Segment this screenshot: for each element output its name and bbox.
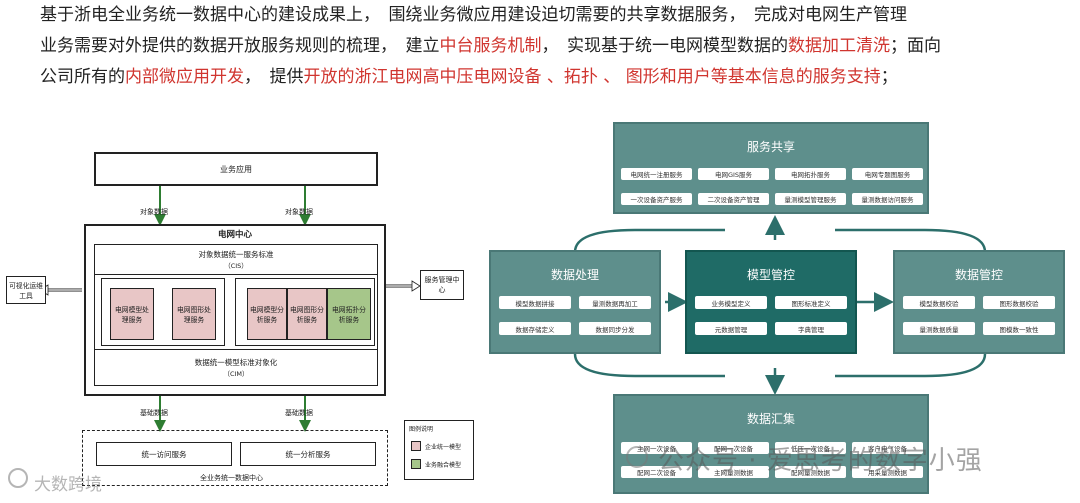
logo-watermark: 大数跨境 — [34, 475, 102, 495]
base-data-label-right: 基础数据 — [285, 409, 313, 417]
grid-graphic-processing: 电网图形处理服务 — [172, 288, 216, 340]
wechat-watermark: 公众号 · 爱思考的数字小强 — [658, 446, 983, 476]
grid-model-analysis: 电网模型分析服务 — [247, 288, 287, 340]
legend-box: 图例说明 企业统一模型 业务融合模型 — [404, 420, 474, 480]
cim-title: 数据统一模型标准对象化 — [194, 358, 278, 367]
legend-green-label: 业务融合模型 — [425, 462, 462, 469]
model-chip-4: 字典管理 — [775, 322, 847, 335]
legend-title: 图例说明 — [409, 426, 434, 433]
model-chip-1: 业务模型定义 — [695, 296, 767, 309]
service-mgmt-center-box: 服务管理中心 — [420, 270, 464, 300]
govern-chip-1: 模型数据校验 — [903, 296, 975, 309]
model-chip-3: 元数据管理 — [695, 322, 767, 335]
process-chip-3: 数据存储定义 — [499, 322, 571, 335]
collect-chip-3: 低压一次设备 — [775, 442, 846, 454]
highlight-open-service: 开放的浙江电网高中压电网设备 、拓扑 、 图形和用户等基本信息的服务支持 — [303, 67, 881, 87]
highlight-data-cleaning: 数据加工清洗 — [788, 36, 890, 56]
visual-ops-tool-box: 可视化运维工具 — [6, 276, 46, 304]
right-connectors — [573, 215, 987, 395]
para-line-1: 基于浙电全业务统一数据中心的建设成果上， 围绕业务微应用建设迫切需要的共享数据服… — [40, 5, 907, 25]
data-center-label: 全业务统一数据中心 — [200, 474, 263, 482]
share-chip-4: 电网专题图服务 — [852, 168, 923, 180]
process-chip-2: 量测数据再加工 — [579, 296, 651, 309]
share-chip-8: 量测数据访问服务 — [852, 193, 923, 205]
legend-green-swatch — [411, 459, 421, 469]
cim-sub: （CIM） — [223, 370, 249, 378]
wechat-icon — [626, 446, 648, 468]
cis-title: 对象数据统一服务标准 — [198, 250, 274, 259]
panel-data-processing-title: 数据处理 — [550, 268, 599, 282]
right-data-flow-diagram: 服务共享 电网统一注册服务 电网GIS服务 电网拓扑服务 电网专题图服务 一次设… — [485, 118, 1080, 503]
panel-data-collection-title: 数据汇集 — [746, 412, 795, 426]
unified-analysis-service: 统一分析服务 — [240, 442, 376, 466]
share-chip-3: 电网拓扑服务 — [775, 168, 846, 180]
process-chip-4: 数据同步分发 — [579, 322, 651, 335]
collect-chip-4: 客户电气设备 — [852, 442, 923, 454]
business-app-box: 业务应用 — [94, 152, 378, 186]
collect-chip-2: 配网一次设备 — [698, 442, 769, 454]
legend-pink-label: 企业统一模型 — [425, 444, 462, 451]
grid-graphic-analysis: 电网图形分析服务 — [287, 288, 327, 340]
grid-topology-analysis: 电网拓扑分析服务 — [327, 288, 371, 340]
collect-chip-5: 配网二次设备 — [621, 466, 692, 478]
collect-chip-8: 用采量测数据 — [852, 466, 923, 478]
highlight-micro-app: 内部微应用开发 — [125, 67, 244, 87]
grid-model-processing: 电网模型处理服务 — [110, 288, 154, 340]
base-data-label-left: 基础数据 — [140, 409, 168, 417]
para-line-2: 业务需要对外提供的数据开放服务规则的梳理， 建立中台服务机制， 实现基于统一电网… — [40, 36, 941, 56]
logo-icon — [8, 468, 28, 488]
panel-service-sharing-title: 服务共享 — [746, 140, 795, 154]
cis-standard-box: 对象数据统一服务标准 （CIS） — [94, 244, 378, 274]
highlight-middle-platform: 中台服务机制 — [439, 36, 542, 56]
panel-service-sharing: 服务共享 电网统一注册服务 电网GIS服务 电网拓扑服务 电网专题图服务 一次设… — [613, 122, 929, 214]
left-connectors — [39, 176, 421, 432]
collect-chip-7: 配网量测数据 — [775, 466, 846, 478]
grid-center-title: 电网中心 — [217, 230, 252, 240]
share-chip-2: 电网GIS服务 — [698, 168, 769, 180]
govern-chip-3: 量测数据质量 — [903, 322, 975, 335]
collect-chip-6: 主网量测数据 — [698, 466, 769, 478]
panel-model-control: 模型管控 业务模型定义 图形标准定义 元数据管理 字典管理 — [685, 250, 857, 354]
para-line-3: 公司所有的内部微应用开发， 提供开放的浙江电网高中压电网设备 、拓扑 、 图形和… — [40, 67, 898, 87]
model-chip-2: 图形标准定义 — [775, 296, 847, 309]
share-chip-5: 一次设备资产服务 — [621, 193, 692, 205]
share-chip-1: 电网统一注册服务 — [621, 168, 692, 180]
legend-pink-swatch — [411, 441, 421, 451]
cis-sub: （CIS） — [224, 262, 248, 270]
object-data-label-left: 对象数据 — [140, 208, 168, 216]
unified-access-service: 统一访问服务 — [96, 442, 232, 466]
panel-model-control-title: 模型管控 — [746, 268, 795, 282]
intro-paragraph: 基于浙电全业务统一数据中心的建设成果上， 围绕业务微应用建设迫切需要的共享数据服… — [40, 0, 1040, 93]
cim-standard-box: 数据统一模型标准对象化 （CIM） — [94, 350, 378, 386]
share-chip-7: 量测模型管理服务 — [775, 193, 846, 205]
share-chip-6: 二次设备资产管理 — [698, 193, 769, 205]
panel-data-collection: 数据汇集 主网一次设备 配网一次设备 低压一次设备 客户电气设备 配网二次设备 … — [613, 394, 929, 494]
panel-data-governance: 数据管控 模型数据校验 图形数据校验 量测数据质量 图模数一致性 — [893, 250, 1065, 354]
govern-chip-4: 图模数一致性 — [983, 322, 1055, 335]
panel-data-processing: 数据处理 模型数据拼接 量测数据再加工 数据存储定义 数据同步分发 — [489, 250, 661, 354]
object-data-label-right: 对象数据 — [285, 208, 313, 216]
left-architecture-diagram: 业务应用 对象数据 对象数据 电网中心 对象数据统一服务标准 （CIS） 电网模… — [0, 140, 480, 503]
panel-data-governance-title: 数据管控 — [954, 268, 1003, 282]
data-center-frame — [82, 430, 388, 486]
process-chip-1: 模型数据拼接 — [499, 296, 571, 309]
govern-chip-2: 图形数据校验 — [983, 296, 1055, 309]
